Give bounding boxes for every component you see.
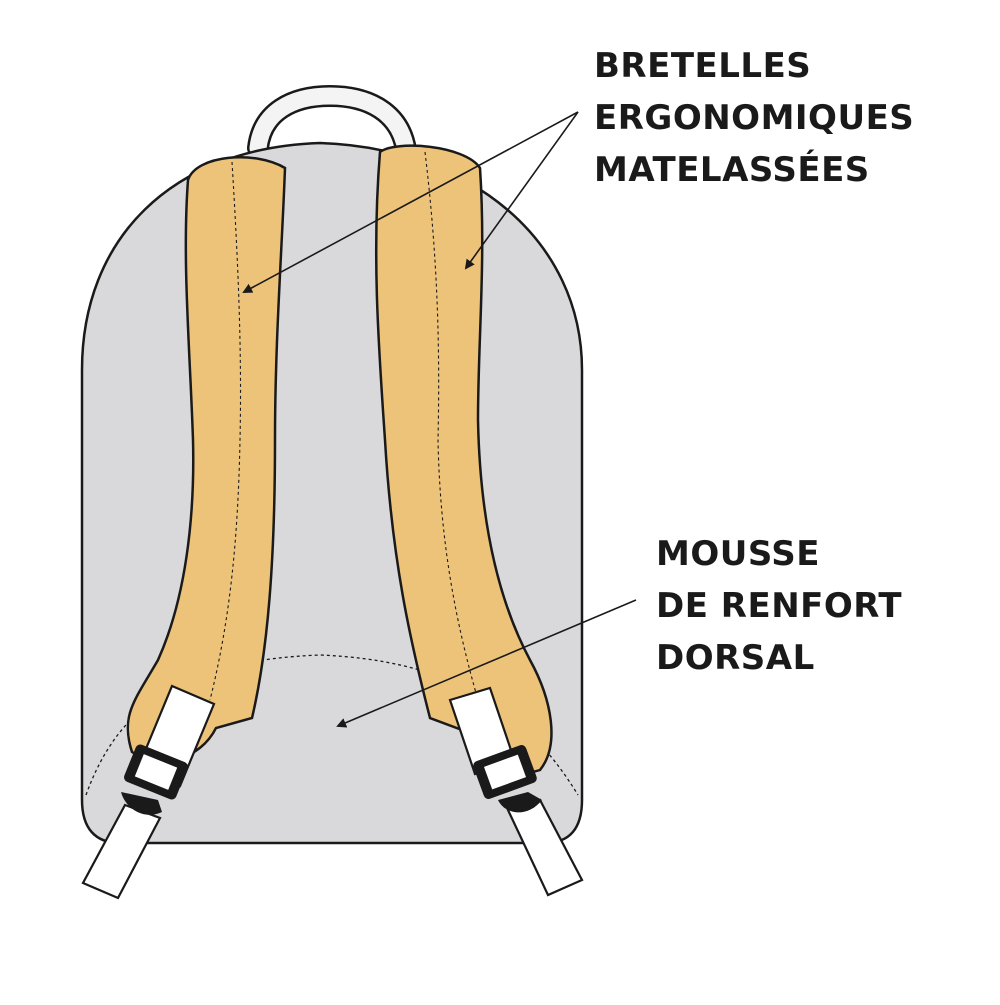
- arrow-to-right-strap: [464, 111, 579, 270]
- buckle-left: [121, 744, 188, 815]
- callout-foam-line-1: MOUSSE: [656, 534, 821, 574]
- callout-straps-line-1: BRETELLES: [594, 46, 812, 86]
- strap-left-stitching: [209, 161, 242, 701]
- callout-label-straps: BRETELLES ERGONOMIQUES MATELASSÉES: [594, 40, 914, 196]
- callout-foam-line-2: DE RENFORT: [656, 586, 903, 626]
- callout-straps-line-3: MATELASSÉES: [594, 150, 870, 190]
- callout-foam-line-3: DORSAL: [656, 638, 815, 678]
- arrow-to-back-foam: [336, 599, 637, 728]
- strap-right-stitching: [424, 151, 479, 701]
- callout-label-back-foam: MOUSSE DE RENFORT DORSAL: [656, 528, 902, 684]
- carry-handle-fill: [249, 87, 415, 159]
- arrow-to-left-strap: [242, 111, 579, 293]
- shoulder-strap-right: [374, 144, 553, 774]
- buckle-right: [473, 745, 542, 813]
- callout-straps-line-2: ERGONOMIQUES: [594, 98, 915, 138]
